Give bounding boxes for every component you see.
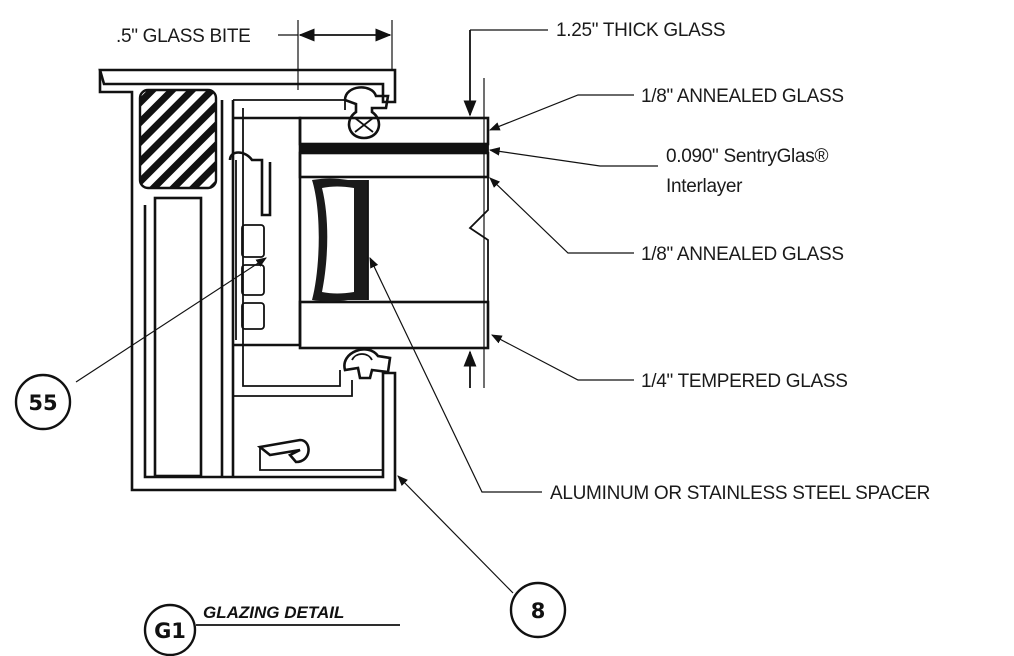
top-gasket (343, 86, 390, 140)
setting-block (138, 88, 218, 190)
interlayer-label-line2: Interlayer (666, 176, 743, 197)
leader-lines (75, 94, 658, 594)
tempered-glass-label: 1/4" TEMPERED GLASS (641, 371, 848, 392)
interlayer-label-line1: 0.090" SentryGlas® (666, 146, 828, 167)
detail-title: GLAZING DETAIL (203, 603, 344, 622)
structural-clip (228, 151, 272, 340)
thick-glass-dimension (463, 29, 548, 388)
annealed-top-label: 1/8" ANNEALED GLASS (641, 86, 844, 107)
glass-bite-dimension (278, 20, 393, 90)
svg-text:55: 55 (28, 391, 57, 415)
spacer-label: ALUMINUM OR STAINLESS STEEL SPACER (550, 483, 930, 504)
part-bubble-8: 8 (509, 581, 567, 639)
bottom-gasket (343, 348, 392, 380)
glass-unit (298, 116, 490, 350)
detail-bubble: G1 (143, 603, 197, 656)
annealed-bottom-label: 1/8" ANNEALED GLASS (641, 244, 844, 265)
svg-text:G1: G1 (154, 619, 186, 643)
thick-glass-label: 1.25" THICK GLASS (556, 20, 725, 41)
frame-extrusion (98, 68, 397, 492)
part-bubble-55: 55 (14, 373, 72, 431)
glass-bite-label: .5" GLASS BITE (116, 26, 251, 47)
svg-text:8: 8 (531, 599, 546, 623)
